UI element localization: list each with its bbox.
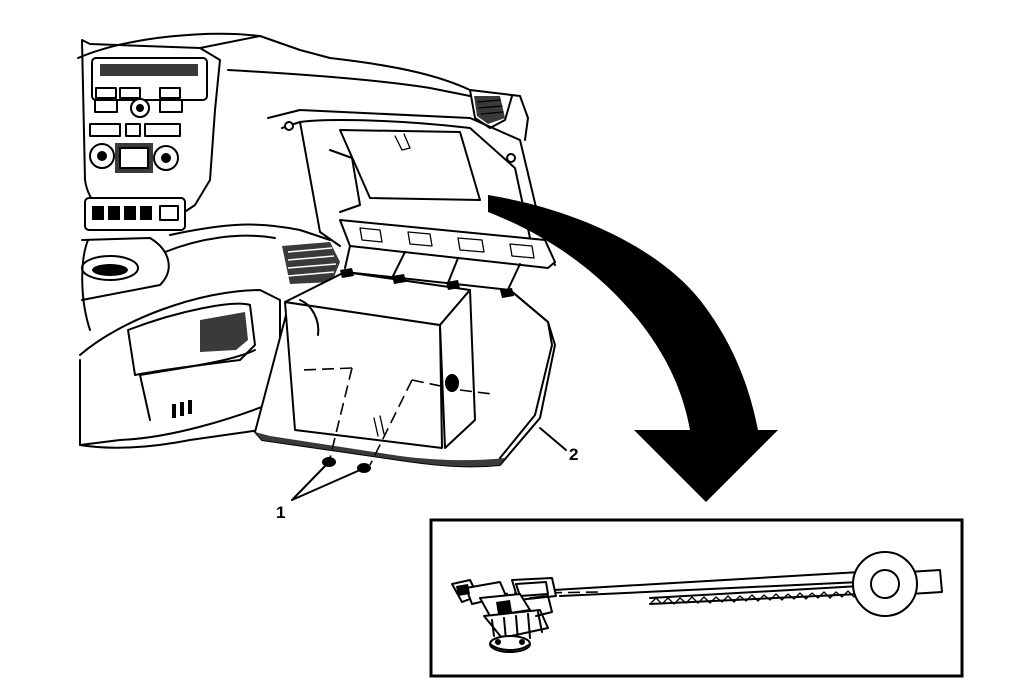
glove-box-opening — [267, 109, 556, 297]
instrument-panel — [77, 32, 529, 449]
damper-strut — [519, 551, 943, 617]
callout-1-label: 1 — [276, 503, 285, 522]
center-stack — [81, 39, 221, 331]
right-air-vent — [474, 96, 505, 124]
screw-left — [322, 457, 336, 467]
down-arrow-icon — [488, 195, 778, 502]
hinge-mechanism — [451, 577, 557, 653]
callout-2-label: 2 — [569, 445, 578, 464]
glove-box-assembly — [254, 268, 556, 468]
lower-side-panel — [79, 289, 281, 446]
lower-grille — [282, 242, 340, 284]
detail-inset — [429, 518, 964, 678]
screw-right — [357, 463, 371, 473]
callout-leaders — [291, 427, 567, 501]
